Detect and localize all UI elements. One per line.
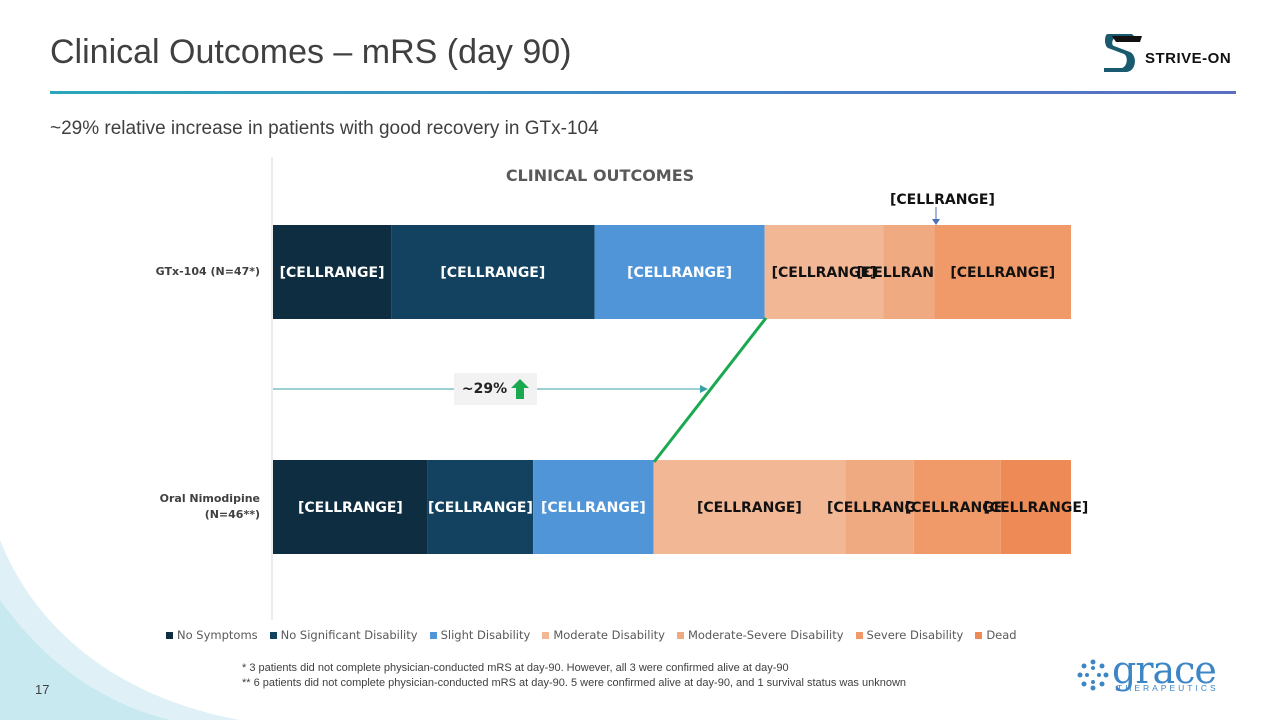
slide-subtitle: ~29% relative increase in patients with … — [50, 118, 599, 139]
data-label-dead-oral-nimodipine: [CELLRANGE] — [983, 500, 1088, 516]
data-label-moderate-disability-oral-nimodipine: [CELLRANGE] — [697, 500, 802, 516]
bar-segment-slight-disability-oral-nimodipine — [533, 460, 654, 554]
legend-swatch — [542, 631, 550, 639]
legend-swatch — [429, 631, 437, 639]
bar-segment-moderate-severe-disability-gtx104 — [883, 225, 935, 319]
bar-segment-dead-oral-nimodipine — [1000, 460, 1071, 554]
data-label-severe-disability-gtx104: [CELLRANGE] — [950, 265, 1055, 281]
callout-pointer-head — [932, 219, 940, 225]
legend-item-no-symptoms: No Symptoms — [166, 628, 258, 642]
strive-on-logo-text: STRIVE-ON — [1145, 50, 1232, 67]
legend-label: Moderate Disability — [553, 628, 665, 642]
relative-increase-badge: ~29% — [454, 373, 537, 405]
legend-item-severe-disability: Severe Disability — [855, 628, 964, 642]
data-label-severe-disability-oral-nimodipine: [CELLRANGE] — [905, 500, 1010, 516]
chart-title: CLINICAL OUTCOMES — [505, 166, 695, 185]
bar-segment-moderate-severe-disability-oral-nimodipine — [845, 460, 914, 554]
bar-segment-no-significant-disability-gtx104 — [391, 225, 595, 319]
slide-title: Clinical Outcomes – mRS (day 90) — [50, 33, 572, 71]
data-label-no-symptoms-gtx104: [CELLRANGE] — [280, 265, 385, 281]
legend-swatch — [855, 631, 863, 639]
data-label-no-symptoms-oral-nimodipine: [CELLRANGE] — [298, 500, 403, 516]
relative-increase-arrowhead — [700, 385, 708, 393]
category-label-gtx104: GTx-104 (N=47*) — [155, 265, 260, 278]
bar-segment-no-significant-disability-oral-nimodipine — [427, 460, 534, 554]
category-label-oral-nimodipine: Oral Nimodipine (N=46**) — [159, 492, 260, 521]
data-label-slight-disability-gtx104: [CELLRANGE] — [627, 265, 732, 281]
bar-segment-moderate-disability-oral-nimodipine — [653, 460, 846, 554]
legend-item-slight-disability: Slight Disability — [429, 628, 531, 642]
bar-segment-severe-disability-oral-nimodipine — [913, 460, 1001, 554]
data-label-moderate-disability-gtx104: [CELLRANGE] — [772, 265, 877, 281]
footnote-1: * 3 patients did not complete physician-… — [242, 662, 789, 674]
data-label-slight-disability-oral-nimodipine: [CELLRANGE] — [541, 500, 646, 516]
bar-segment-no-symptoms-gtx104 — [273, 225, 392, 319]
data-label-no-significant-disability-oral-nimodipine: [CELLRANGE] — [428, 500, 533, 516]
bar-segment-severe-disability-gtx104 — [934, 225, 1071, 319]
legend-label: No Symptoms — [177, 628, 258, 642]
legend-label: No Significant Disability — [280, 628, 418, 642]
data-label-moderate-severe-disability-oral-nimodipine: [CELLRANGE] — [827, 500, 932, 516]
legend-label: Dead — [986, 628, 1017, 642]
legend-swatch — [269, 631, 277, 639]
chart-legend: No Symptoms No Significant Disability Slig… — [166, 628, 1017, 642]
bar-segment-moderate-disability-gtx104 — [764, 225, 884, 319]
good-recovery-connector-line — [652, 317, 768, 463]
bar-segment-slight-disability-gtx104 — [594, 225, 765, 319]
legend-item-moderate-disability: Moderate Disability — [542, 628, 665, 642]
grace-logo-subtext: THERAPEUTICS — [1117, 683, 1219, 693]
chart-callout-label: [CELLRANGE] — [890, 192, 995, 208]
grace-logo-text: grace — [1112, 648, 1217, 692]
legend-label: Slight Disability — [440, 628, 531, 642]
legend-swatch — [166, 631, 173, 639]
legend-item-moderate-severe-disability: Moderate-Severe Disability — [676, 628, 844, 642]
footnote-2: ** 6 patients did not complete physician… — [242, 677, 907, 689]
legend-item-no-significant-disability: No Significant Disability — [269, 628, 418, 642]
title-divider — [50, 91, 1236, 94]
page-number: 17 — [35, 682, 50, 697]
legend-label: Moderate-Severe Disability — [687, 628, 844, 642]
grace-logo-mark — [1077, 659, 1109, 691]
strive-on-logo — [1104, 34, 1142, 72]
legend-label: Severe Disability — [866, 628, 964, 642]
up-arrow-icon — [511, 379, 530, 399]
relative-increase-value: ~29% — [461, 381, 508, 397]
legend-swatch — [676, 631, 684, 639]
legend-swatch — [975, 631, 983, 639]
data-label-no-significant-disability-gtx104: [CELLRANGE] — [440, 265, 545, 281]
bar-segment-no-symptoms-oral-nimodipine — [273, 460, 428, 554]
legend-item-dead: Dead — [975, 628, 1017, 642]
